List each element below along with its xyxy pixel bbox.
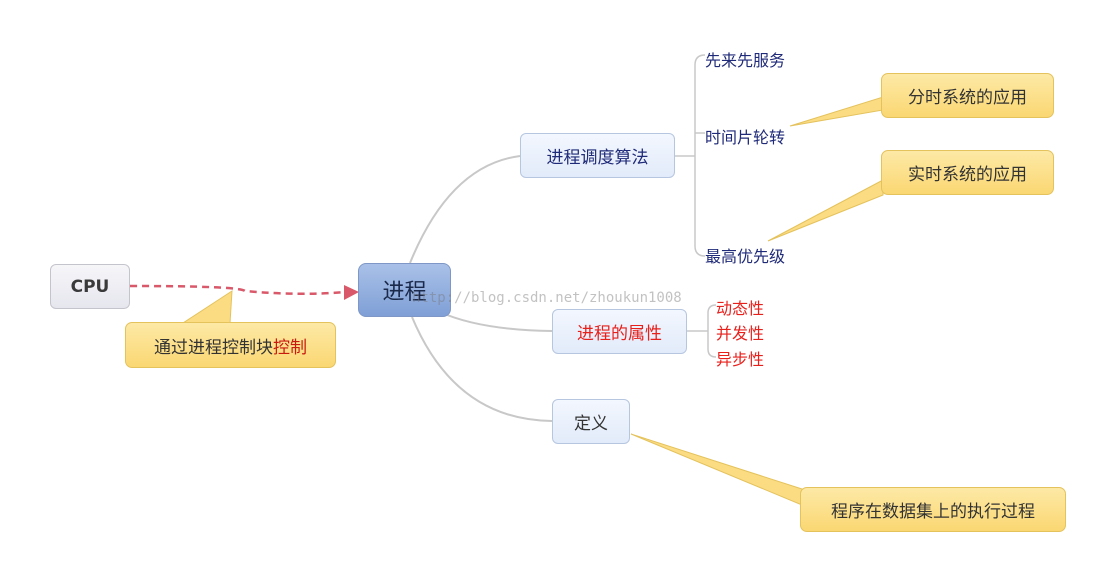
cpu-node[interactable]: CPU <box>50 264 130 309</box>
callout-pointer-round-robin <box>789 96 884 127</box>
watermark: http://blog.csdn.net/zhoukun1008 <box>412 290 682 306</box>
callout-pointer-cpu <box>181 290 233 324</box>
arrowhead-icon <box>344 285 359 300</box>
callout-priority-text: 实时系统的应用 <box>908 165 1027 185</box>
leaf-fcfs[interactable]: 先来先服务 <box>705 51 786 70</box>
callout-pointer-priority <box>767 179 884 242</box>
callout-definition-text: 程序在数据集上的执行过程 <box>831 502 1035 522</box>
callout-round-robin[interactable]: 分时系统的应用 <box>881 73 1054 118</box>
callout-round-robin-text: 分时系统的应用 <box>908 88 1027 108</box>
leaf-concurrent[interactable]: 并发性 <box>716 324 765 343</box>
leaf-highest-priority[interactable]: 最高优先级 <box>705 247 786 266</box>
bracket-attributes <box>687 304 717 358</box>
branch-scheduling-node[interactable]: 进程调度算法 <box>520 133 675 178</box>
branch-definition-node[interactable]: 定义 <box>552 399 630 444</box>
branch-attributes-node[interactable]: 进程的属性 <box>552 309 687 354</box>
cpu-callout-highlight: 控制 <box>273 337 307 358</box>
leaf-dynamic[interactable]: 动态性 <box>716 299 765 318</box>
callout-pointer-definition <box>630 433 803 506</box>
central-topic-node[interactable]: 进程 <box>358 263 451 317</box>
callout-priority[interactable]: 实时系统的应用 <box>881 150 1054 195</box>
connector-center-definition <box>411 316 553 422</box>
leaf-asynchronous[interactable]: 异步性 <box>716 350 765 369</box>
cpu-callout[interactable]: 通过进程控制块控制 <box>125 322 336 368</box>
bracket-scheduling <box>675 54 706 257</box>
connector-center-attributes <box>439 311 553 332</box>
leaf-round-robin[interactable]: 时间片轮转 <box>705 128 786 147</box>
branch-scheduling-label: 进程调度算法 <box>546 148 649 168</box>
central-topic-label: 进程 <box>382 280 427 305</box>
cpu-callout-text: 通过进程控制块 <box>154 337 273 358</box>
branch-definition-label: 定义 <box>574 414 608 434</box>
callout-definition[interactable]: 程序在数据集上的执行过程 <box>800 487 1066 532</box>
connector-center-scheduling <box>409 155 521 264</box>
dashed-arrow-cpu-process <box>129 284 346 296</box>
cpu-node-label: CPU <box>70 276 110 297</box>
branch-attributes-label: 进程的属性 <box>577 324 662 344</box>
